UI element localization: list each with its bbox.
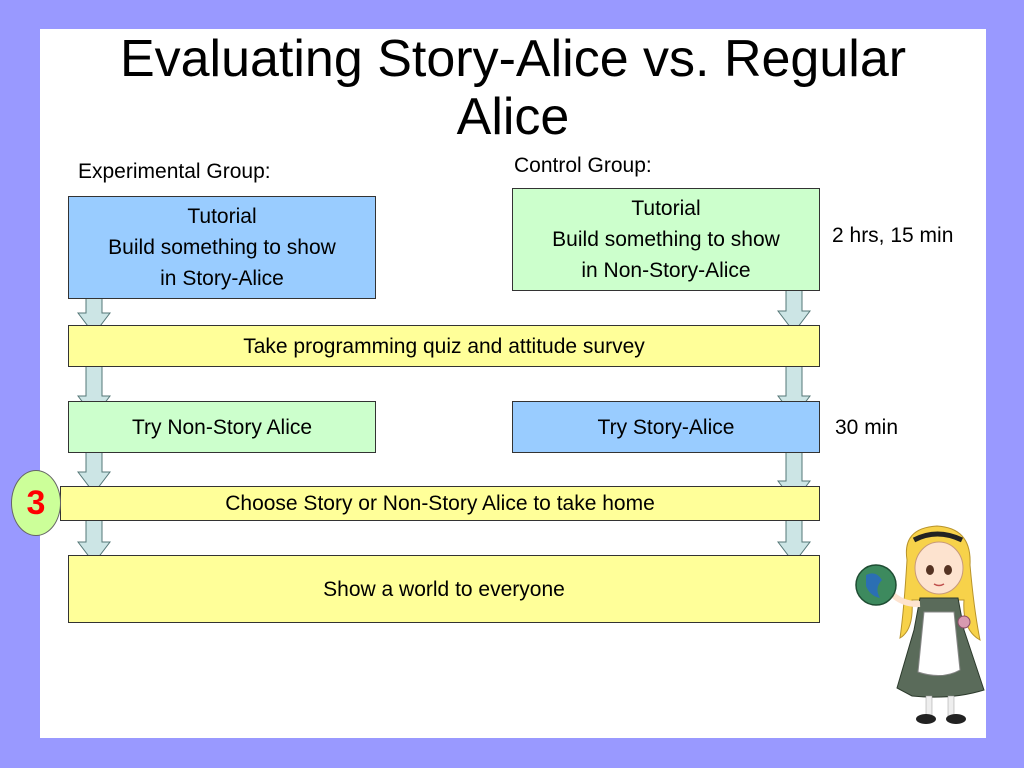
experimental-tutorial-box: Tutorial Build something to show in Stor… — [68, 196, 376, 299]
slide-title: Evaluating Story-Alice vs. Regular Alice — [119, 30, 907, 146]
experimental-group-label: Experimental Group: — [78, 160, 271, 183]
choose-version-box: Choose Story or Non-Story Alice to take … — [60, 486, 820, 521]
control-tutorial-box: Tutorial Build something to show in Non-… — [512, 188, 820, 291]
slide-number-badge: 3 — [11, 470, 61, 536]
experimental-try-box: Try Non-Story Alice — [68, 401, 376, 453]
quiz-survey-box: Take programming quiz and attitude surve… — [68, 325, 820, 367]
control-group-label: Control Group: — [514, 154, 652, 177]
control-try-box: Try Story-Alice — [512, 401, 820, 453]
try-duration-label: 30 min — [835, 416, 899, 439]
alice-character-illustration — [855, 525, 985, 724]
show-world-box: Show a world to everyone — [68, 555, 820, 623]
tutorial-duration-label: 2 hrs, 15 min — [832, 224, 954, 247]
